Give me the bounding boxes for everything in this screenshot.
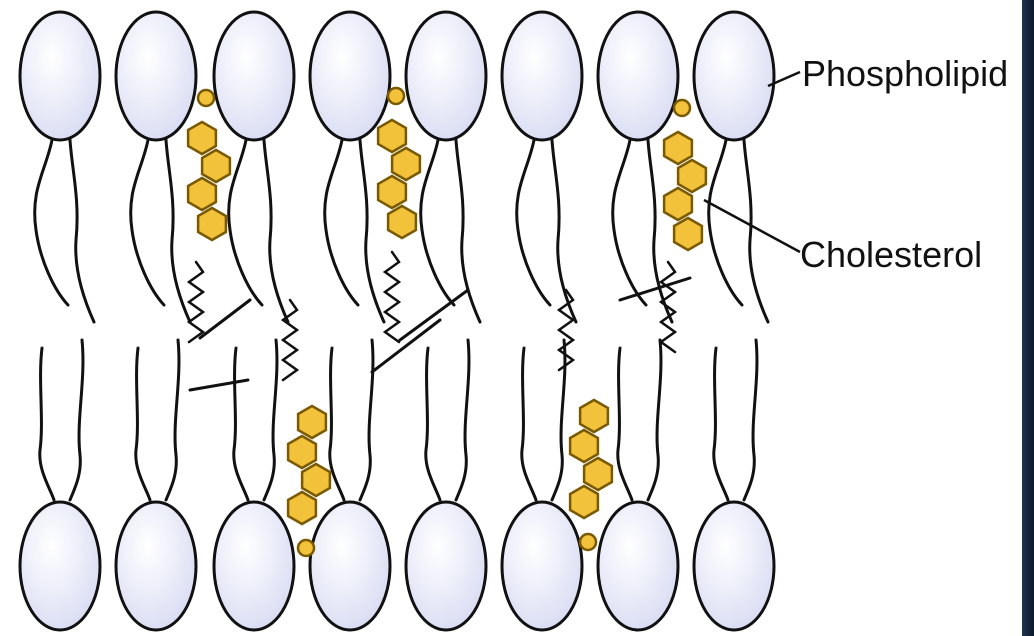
top-tail-left [229,140,262,305]
top-tail-left [421,140,454,305]
phospholipid-head-top [116,12,196,140]
top-tail-right [166,140,190,322]
bottom-tail-right [744,340,757,500]
cholesterol-ring [580,400,608,432]
bottom-tail-right [360,340,373,500]
bottom-tail-left [522,348,536,500]
phospholipid-head-bottom [310,502,390,630]
top-tail-right [264,140,288,322]
bottom-tail-left [330,348,344,500]
phospholipid-head-top [694,12,774,140]
phospholipid-head-bottom [598,502,678,630]
bottom-tail-left [40,348,54,500]
bottom-tail-right [552,340,565,500]
top-tail-right [360,140,384,322]
cholesterol-hydroxyl [580,534,596,550]
top-tail-left [709,140,742,305]
bottom-tail-right [648,340,661,500]
cholesterol-ring [198,208,226,240]
phospholipid-head-bottom [20,502,100,630]
top-tail-right [70,140,94,322]
bottom-tail-right [264,340,277,500]
cholesterol-ring [392,148,420,180]
bottom-tail-right [70,340,83,500]
top-tail-left [35,140,68,305]
top-tail-right [744,140,768,322]
cholesterol-ring [288,492,316,524]
phospholipid-head-top [406,12,486,140]
cholesterol-ring [288,436,316,468]
bottom-tail-left [618,348,632,500]
phospholipid-head-top [598,12,678,140]
cholesterol-ring [584,458,612,490]
top-tail-left [325,140,358,305]
phospholipid-head-bottom [214,502,294,630]
phospholipid-head-bottom [116,502,196,630]
crossing-tail [400,290,468,340]
crossing-tail [372,320,440,372]
cholesterol-ring [388,206,416,238]
cholesterol-hydroxyl [674,100,690,116]
phospholipid-head-top [502,12,582,140]
cholesterol-ring [378,176,406,208]
cholesterol-ring [570,486,598,518]
top-tail-left [131,140,164,305]
bottom-tail-right [166,340,179,500]
bottom-tail-left [426,348,440,500]
cholesterol-hydroxyl [298,540,314,556]
bottom-tail-left [234,348,248,500]
bottom-tail-right [456,340,469,500]
window-edge [1022,0,1034,636]
phospholipid-head-bottom [502,502,582,630]
phospholipid-head-top [20,12,100,140]
cholesterol-label: Cholesterol [800,234,982,275]
phospholipid-head-top [214,12,294,140]
top-tail-left [517,140,550,305]
bottom-tail-left [714,348,728,500]
phospholipid-head-top [310,12,390,140]
crossing-tail [200,300,250,338]
cholesterol-tail [385,252,399,342]
cholesterol-ring [188,122,216,154]
crossing-tail [190,380,248,390]
cholesterol-ring [302,464,330,496]
cholesterol-ring [188,178,216,210]
bottom-tail-left [136,348,150,500]
cholesterol-ring [298,406,326,438]
cholesterol-tail [189,262,203,342]
cholesterol [664,100,706,250]
cholesterol-ring [674,218,702,250]
cholesterol-tail [661,262,675,352]
cholesterol-ring [664,132,692,164]
top-tail-left [613,140,646,305]
phospholipid-head-bottom [694,502,774,630]
phospholipid-head-bottom [406,502,486,630]
cholesterol-hydroxyl [198,90,214,106]
cholesterol-ring [678,160,706,192]
cholesterol-ring [378,120,406,152]
phospholipid-label: Phospholipid [802,53,1008,94]
cholesterol-ring [664,188,692,220]
cholesterol-ring [570,430,598,462]
top-tail-right [648,140,672,322]
top-tail-right [552,140,576,322]
cholesterol-ring [202,150,230,182]
cholesterol-hydroxyl [388,88,404,104]
